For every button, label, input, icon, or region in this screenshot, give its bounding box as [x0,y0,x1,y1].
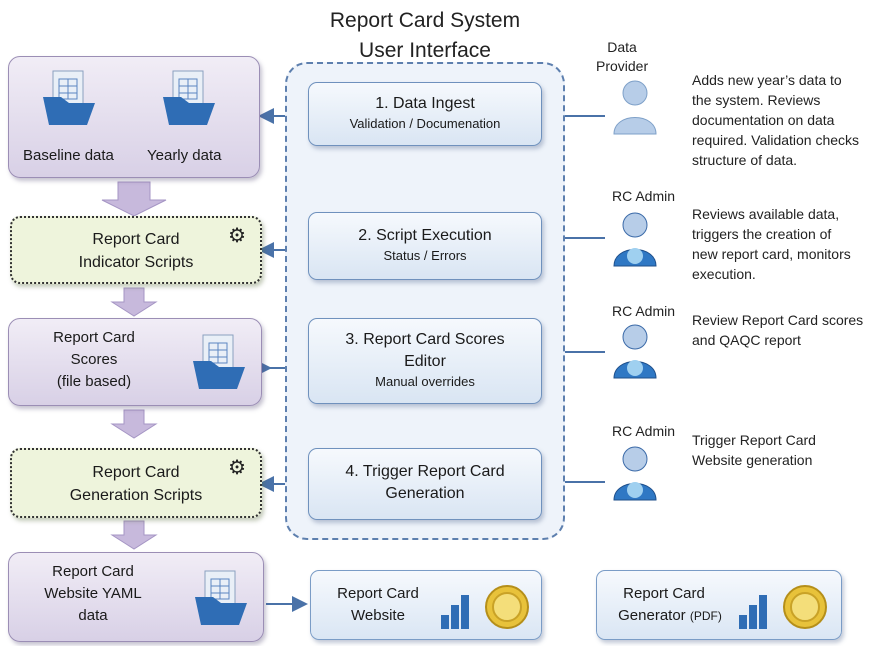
gears-icon: ⚙ [228,457,246,479]
step-subtitle: Validation / Documenation [349,116,501,131]
scores-box: Report Card Scores (file based) [8,318,262,406]
actor-note: Review Report Card scores and QAQC repor… [692,310,863,350]
website-line-2: Website [351,607,405,624]
website-line-1: Report Card [337,585,419,602]
flow-arrow-1 [101,181,167,217]
note-line: Reviews available data, [692,206,840,222]
input-data-box: Baseline data Yearly data [8,56,260,178]
step-script-execution[interactable]: 2. Script Execution Status / Errors [308,212,542,280]
role-line-1: Data [607,39,637,55]
step-title-line-1: 4. Trigger Report Card [345,463,505,480]
scores-line-3: (file based) [56,373,132,390]
yaml-line-3: data [78,607,108,624]
yaml-line-2: Website YAML [44,585,142,602]
user-icon [613,80,657,135]
generation-scripts-box: Report Card Generation Scripts ⚙ [10,448,262,518]
step-title-line-1: 3. Report Card Scores [345,331,505,348]
note-line: execution. [692,266,756,282]
flow-arrow-4 [110,520,158,550]
indicator-scripts-line-1: Report Card [92,231,180,248]
baseline-folder-icon [43,70,95,125]
actor-role: Data Provider [596,38,648,76]
note-line: structure of data. [692,152,798,168]
baseline-data-label: Baseline data [23,147,114,164]
actor-note: Trigger Report Card Website generation [692,430,816,470]
yearly-data-label: Yearly data [147,147,222,164]
note-line: Adds new year’s data to [692,72,842,88]
flow-arrow-2 [110,287,158,317]
yaml-data-box: Report Card Website YAML data [8,552,264,642]
yaml-line-1: Report Card [52,563,134,580]
note-line: triggers the creation of [692,226,832,242]
report-card-generator-box[interactable]: Report Card Generator (PDF) [596,570,842,640]
admin-user-icon [613,446,657,501]
note-line: Review Report Card scores [692,312,864,328]
step-title-line-2: Generation [385,485,465,502]
flow-arrow-3 [110,409,158,439]
actor-note: Reviews available data, triggers the cre… [692,204,851,284]
step-subtitle: Manual overrides [375,374,475,389]
report-card-website-box[interactable]: Report Card Website [310,570,542,640]
note-line: Trigger Report Card [692,432,816,448]
note-line: new report card, monitors [692,246,851,262]
diagram-title: Report Card System User Interface [285,6,565,66]
generation-scripts-line-1: Report Card [92,464,180,481]
actor-role: RC Admin [612,188,676,204]
yaml-folder-icon [195,570,247,625]
generation-scripts-line-2: Generation Scripts [69,487,203,504]
title-line-2: User Interface [359,39,491,62]
generator-line-2: Generator (PDF) [605,605,735,627]
generator-suffix: (PDF) [689,609,722,623]
indicator-scripts-box: Report Card Indicator Scripts ⚙ [10,216,262,284]
step-subtitle: Status / Errors [383,248,467,263]
generator-line-1: Report Card [623,585,705,602]
note-line: Website generation [692,452,813,468]
step-title: 1. Data Ingest [375,95,475,112]
step-trigger-generation[interactable]: 4. Trigger Report Card Generation [308,448,542,520]
gears-icon: ⚙ [228,225,246,247]
bar-chart-icon [441,585,529,629]
scores-folder-icon [193,334,245,389]
admin-user-icon [613,324,657,379]
admin-user-icon [613,212,657,267]
bar-chart-icon [739,585,827,629]
step-report-card-scores-editor[interactable]: 3. Report Card Scores Editor Manual over… [308,318,542,404]
note-line: the system. Reviews [692,92,821,108]
scores-line-2: Scores [70,351,118,368]
note-line: documentation on data [692,112,835,128]
step-title-line-2: Editor [404,353,446,370]
yearly-folder-icon [163,70,215,125]
indicator-scripts-line-2: Indicator Scripts [78,254,194,271]
role-line-2: Provider [596,58,649,74]
note-line: and QAQC report [692,332,801,348]
generator-label: Generator [618,607,686,624]
step-title: 2. Script Execution [358,227,492,244]
actor-role: RC Admin [612,423,676,439]
note-line: required. Validation checks [692,132,860,148]
scores-line-1: Report Card [53,329,135,346]
title-line-1: Report Card System [329,9,521,32]
actor-note: Adds new year’s data to the system. Revi… [692,70,859,170]
step-data-ingest[interactable]: 1. Data Ingest Validation / Documenation [308,82,542,146]
actor-role: RC Admin [612,303,676,319]
